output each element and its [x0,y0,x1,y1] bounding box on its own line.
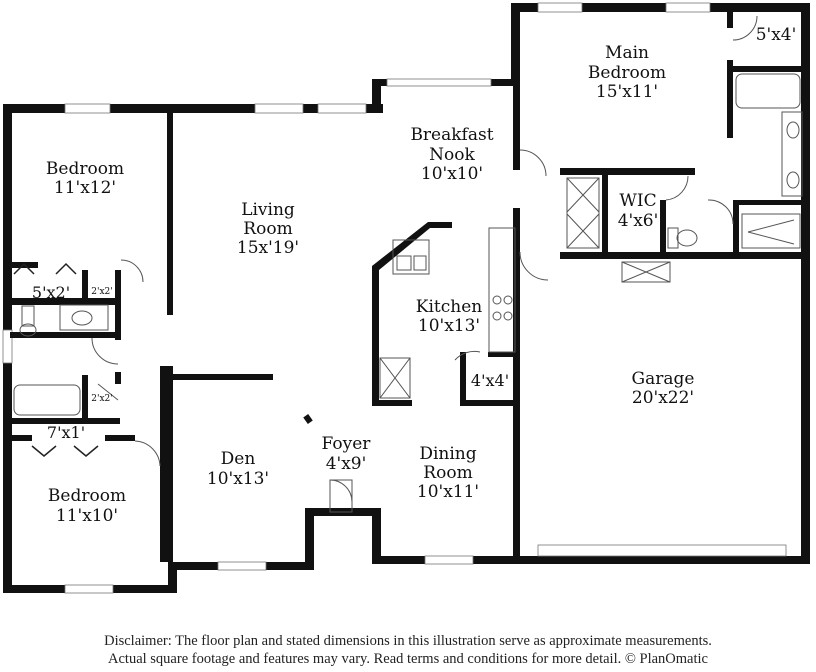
floor-plan: Main Bedroom 15'x11' 5'x4' Breakfast Noo… [2,2,810,594]
windows [2,2,787,594]
breakfast-nook-dims: 10'x10' [421,164,483,184]
closet-bedroom-top-dims: 5'x2' [32,283,70,302]
living-room-name-1: Living [241,200,295,220]
den-dims: 10'x13' [207,469,269,489]
breakfast-nook-name-2: Nook [429,145,475,165]
dining-room-name-2: Room [423,463,472,483]
main-closet-dims: 5'x4' [756,25,797,45]
foyer-name: Foyer [322,434,372,454]
main-bedroom-name-1: Main [605,43,649,63]
dining-room-dims: 10'x11' [417,482,479,502]
main-bedroom-name-2: Bedroom [588,63,666,83]
wic-dims: 4'x6' [618,211,659,231]
breakfast-nook-name-1: Breakfast [410,125,493,145]
kitchen-name: Kitchen [416,297,482,317]
wic-name: WIC [619,191,656,211]
disclaimer-line-1: Disclaimer: The floor plan and stated di… [104,633,712,649]
foyer-dims: 4'x9' [326,454,367,474]
pantry-dims: 4'x4' [471,371,509,390]
bedroom-top-dims: 11'x12' [54,178,116,198]
fixtures [13,15,803,513]
bedroom-bottom-dims: 11'x10' [56,506,118,526]
living-room-dims: 15x'19' [237,238,299,258]
disclaimer: Disclaimer: The floor plan and stated di… [0,632,816,668]
garage-name: Garage [632,369,695,389]
disclaimer-line-2: Actual square footage and features may v… [108,651,708,667]
dining-room-name-1: Dining [419,444,476,464]
kitchen-dims: 10'x13' [418,316,480,336]
bedroom-top-name: Bedroom [46,159,124,179]
den-name: Den [221,449,256,469]
main-bedroom-dims: 15'x11' [596,82,658,102]
linen-bottom-dims: 2'x2' [91,394,112,404]
linen-top-dims: 2'x2' [91,287,112,297]
garage-dims: 20'x22' [632,388,694,408]
room-labels: Main Bedroom 15'x11' 5'x4' Breakfast Noo… [32,25,796,526]
bedroom-bottom-name: Bedroom [48,486,126,506]
living-room-name-2: Room [243,219,292,239]
closet-bedroom-bottom-dims: 7'x1' [47,423,85,442]
interior-walls [10,10,803,562]
